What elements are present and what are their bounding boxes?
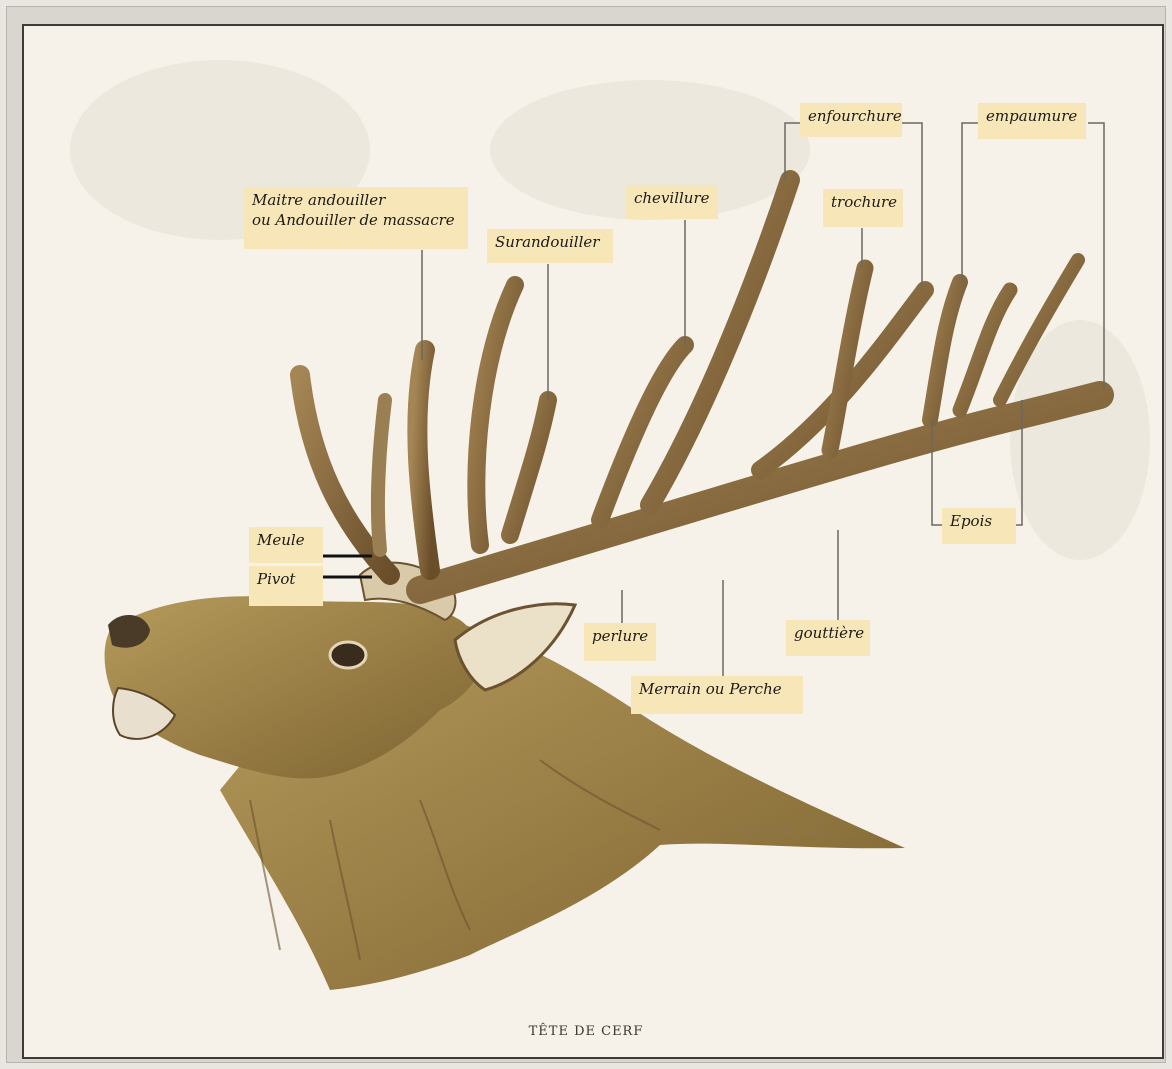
label-enfourchure: enfourchure: [800, 103, 902, 137]
eye: [330, 642, 366, 668]
second-tine: [476, 285, 515, 545]
third-tine: [510, 400, 548, 535]
label-trochure: trochure: [823, 189, 903, 227]
label-maitre-andouiller: Maitre andouiller ou Andouiller de massa…: [244, 187, 468, 249]
figure-caption: TÊTE DE CERF: [0, 1024, 1172, 1039]
stag-head: [105, 563, 905, 990]
crown-1: [930, 282, 960, 420]
label-meule: Meule: [249, 527, 323, 563]
trez-tine: [600, 345, 685, 520]
sur-royal: [830, 268, 865, 450]
label-surandouiller: Surandouiller: [487, 229, 613, 263]
label-chevillure: chevillure: [626, 185, 718, 219]
label-gouttiere: gouttière: [786, 620, 870, 656]
bez-tine: [417, 350, 430, 570]
label-perlure: perlure: [584, 623, 656, 661]
small-tine: [378, 400, 385, 550]
label-merrain: Merrain ou Perche: [631, 676, 803, 714]
label-empaumure: empaumure: [978, 103, 1086, 139]
label-pivot: Pivot: [249, 566, 323, 606]
label-epois: Epois: [942, 508, 1016, 544]
